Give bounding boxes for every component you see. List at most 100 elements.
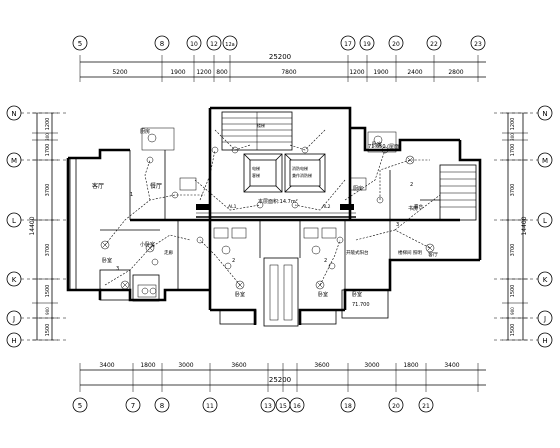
annotations: 71.650 (屋面) 71.700 本层面积:14.7m² AL1 AL2 走… xyxy=(116,144,423,308)
top-dimensions: 25200 5200 1900 1200 800 7800 1200 1900 … xyxy=(79,53,486,82)
bottom-dim-1: 3400 xyxy=(99,362,114,369)
circuit-num: 1 xyxy=(130,192,133,198)
building-walls xyxy=(66,106,482,327)
bottom-dim-5: 3600 xyxy=(314,362,329,369)
axis-top-4: 12 xyxy=(210,41,218,48)
top-dim-2: 1900 xyxy=(170,69,185,76)
bottom-dimensions: 3400 1800 3000 3600 3600 3000 1800 3400 … xyxy=(79,362,486,392)
right-dim-4: 3700 xyxy=(510,184,516,197)
left-dim-2: 300 xyxy=(45,133,50,141)
axis-left-2: M xyxy=(11,157,17,165)
axis-top-10: 23 xyxy=(474,41,482,48)
axis-bottom-8: 18 xyxy=(344,403,352,410)
axis-right-5: J xyxy=(543,315,546,323)
circuit-num: 2 xyxy=(324,258,327,264)
right-dim-6: 1500 xyxy=(510,285,516,298)
room-bedroom-left: 卧室 xyxy=(102,257,112,264)
room-kitchen-right: 厨房 xyxy=(353,185,363,192)
axis-top-5: 12a xyxy=(225,42,234,48)
circuit-num: 3 xyxy=(396,222,399,228)
left-overall-dim: 14400 xyxy=(29,216,36,235)
room-labels: 客厅 餐厅 卧室 厨房 小卧室 楼梯 电梯 客梯 消防电梯 兼作消防梯 卧室 书… xyxy=(92,122,438,298)
axis-bottom-2: 7 xyxy=(131,402,135,410)
axis-bottom-9: 20 xyxy=(392,403,400,410)
axis-right-6: H xyxy=(542,337,547,345)
bottom-overall-dim: 25200 xyxy=(269,376,291,384)
bottom-dim-2: 1800 xyxy=(140,362,155,369)
axis-bottom-3: 8 xyxy=(160,402,164,410)
axis-right-2: M xyxy=(542,157,548,165)
top-axis-bubbles: 5 8 10 12 12a 17 19 20 22 23 xyxy=(72,35,486,51)
axis-left-5: J xyxy=(12,315,15,323)
room-kitchen-left: 厨房 xyxy=(140,128,150,135)
right-dim-7: 900 xyxy=(510,307,515,315)
axis-bottom-10: 21 xyxy=(422,403,430,410)
top-dim-4: 800 xyxy=(216,69,228,76)
circuit-num: 2 xyxy=(232,258,235,264)
axis-top-9: 22 xyxy=(430,41,438,48)
bottom-dim-7: 1800 xyxy=(403,362,418,369)
top-dim-5: 7800 xyxy=(281,69,296,76)
left-dim-7: 900 xyxy=(45,307,50,315)
panel-label-right: AL2 xyxy=(322,204,331,210)
left-dim-1: 1200 xyxy=(45,118,51,131)
bottom-dim-4: 3600 xyxy=(231,362,246,369)
axis-bottom-5: 13 xyxy=(264,403,272,410)
room-dining-left: 餐厅 xyxy=(150,182,162,190)
top-dim-9: 2800 xyxy=(448,69,463,76)
circuit-num: 3 xyxy=(116,266,119,272)
axis-top-3: 10 xyxy=(190,41,198,48)
elevation-bottom: 71.700 xyxy=(352,302,370,308)
left-dimensions: 14400 1200 300 1700 3700 3700 1500 900 1… xyxy=(29,112,58,341)
left-dim-3: 1700 xyxy=(45,144,51,157)
right-overall-dim: 14400 xyxy=(521,216,528,235)
room-living-left: 客厅 xyxy=(92,182,104,190)
room-bedroom-bottom-b: 卧室 xyxy=(318,291,328,298)
area-note: 本层面积:14.7m² xyxy=(258,198,298,205)
circuit-num: 2 xyxy=(410,182,413,188)
axis-right-1: N xyxy=(542,110,547,118)
room-elevator-right-sub: 兼作消防梯 xyxy=(292,172,312,178)
bottom-dim-8: 3400 xyxy=(444,362,459,369)
axis-left-3: L xyxy=(12,217,16,225)
right-dim-3: 1700 xyxy=(510,144,516,157)
top-dim-6: 1200 xyxy=(349,69,364,76)
label-terrace: 露台 xyxy=(414,203,423,210)
room-bedroom-right: 卧室 xyxy=(372,141,382,148)
top-dim-1: 5200 xyxy=(112,69,127,76)
axis-top-6: 17 xyxy=(344,41,352,48)
room-study-right: 书房 xyxy=(408,205,418,212)
room-elevator-left: 电梯 xyxy=(252,165,260,171)
right-dim-1: 1200 xyxy=(510,118,516,131)
axis-left-1: N xyxy=(11,110,16,118)
axis-right-4: K xyxy=(543,276,548,284)
top-overall-dim: 25200 xyxy=(269,53,291,61)
left-dim-5: 3700 xyxy=(45,244,51,257)
room-bedroom-bottom-c: 卧室 xyxy=(352,291,362,298)
axis-lines xyxy=(21,112,538,341)
right-dim-2: 300 xyxy=(510,133,515,141)
top-dim-8: 2400 xyxy=(407,69,422,76)
axis-right-3: L xyxy=(543,217,547,225)
top-dim-3: 1200 xyxy=(196,69,211,76)
room-living-right: 客厅 xyxy=(428,251,438,258)
axis-bottom-1: 5 xyxy=(78,402,82,410)
wiring xyxy=(100,129,441,290)
axis-left-4: K xyxy=(12,276,17,284)
axis-bottom-4: 11 xyxy=(206,403,214,410)
panel-al1 xyxy=(196,204,210,210)
room-small: 小卧室 xyxy=(140,241,155,248)
left-axis-bubbles: N M L K J H xyxy=(6,105,22,348)
bottom-axis-bubbles: 5 7 8 11 13 15 16 18 20 21 xyxy=(72,397,434,413)
panel-al2 xyxy=(340,204,354,210)
label-stair-lighting: 楼梯间 照明 xyxy=(398,249,422,256)
axis-top-1: 5 xyxy=(78,40,82,48)
label-corridor: 走廊 xyxy=(164,249,173,256)
label-open-balcony: 开敞式阳台 xyxy=(346,249,369,256)
top-dim-7: 1900 xyxy=(373,69,388,76)
bottom-dim-3: 3000 xyxy=(178,362,193,369)
right-axis-bubbles: N M L K J H xyxy=(537,105,553,348)
axis-top-8: 20 xyxy=(392,41,400,48)
left-dim-6: 1500 xyxy=(45,285,51,298)
